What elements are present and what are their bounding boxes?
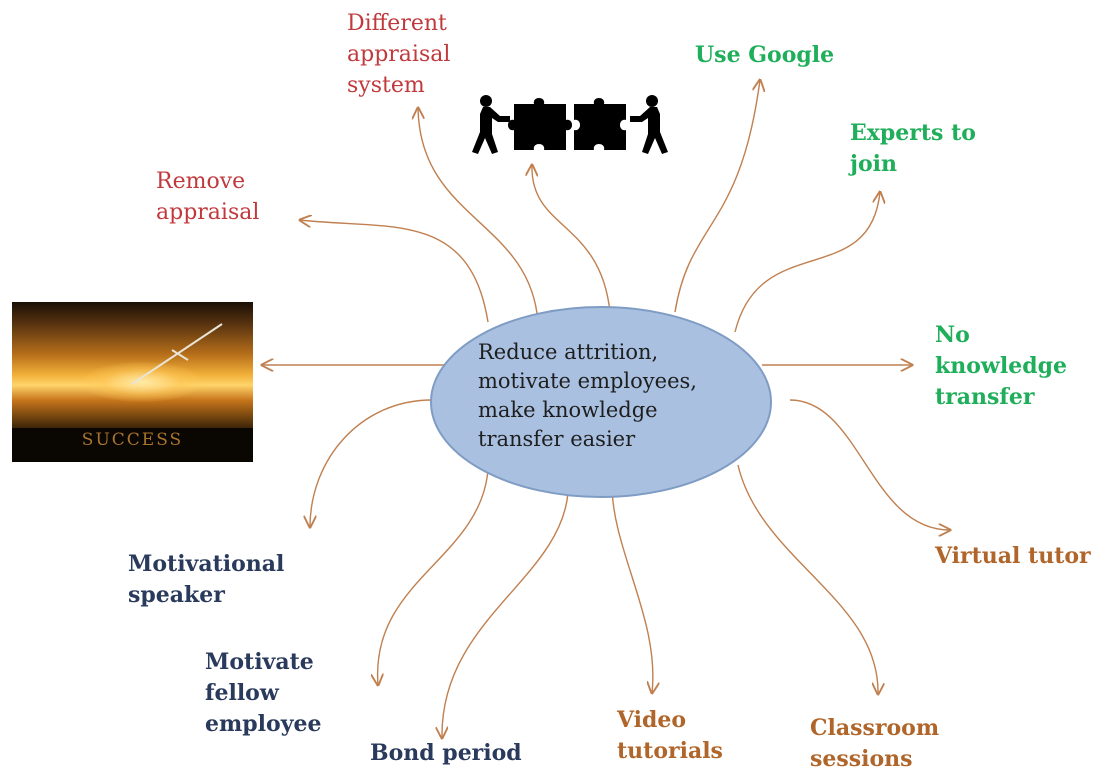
label-motivate-fellow-employee: Motivate fellow employee [205,649,322,737]
success-caption: SUCCESS [81,430,184,450]
arrow-motivate-fellow [378,469,489,685]
label-experts-to-join: Experts to join [850,120,976,177]
label-remove-appraisal: Remove appraisal [156,169,260,225]
label-video-tutorials: Video tutorials [617,707,723,764]
arrow-motivational-speaker [310,399,433,527]
arrow-different-appraisal [418,108,539,323]
label-virtual-tutor: Virtual tutor [935,543,1091,569]
success-poster-image: SUCCESS [12,302,253,462]
arrow-video-tutorials [611,484,653,693]
arrow-puzzle [532,165,611,313]
glider-icon [131,323,223,385]
label-bond-period: Bond period [370,740,522,766]
team-puzzle-icon [472,95,668,154]
arrow-virtual-tutor [789,399,950,530]
label-use-google: Use Google [695,42,835,68]
arrow-remove-appraisal [300,220,489,323]
center-ellipse [430,306,772,498]
label-motivational-speaker: Motivational speaker [128,551,285,608]
arrow-experts-join [734,192,880,333]
arrow-bond-period [442,492,569,738]
label-classroom-sessions: Classroom sessions [810,715,940,772]
arrow-use-google [674,80,760,313]
label-no-knowledge-transfer: No knowledge transfer [935,322,1067,410]
label-different-appraisal-system: Different appraisal system [347,11,451,98]
central-goal-text: Reduce attrition, motivate employees, ma… [478,340,697,451]
arrow-classroom-sessions [737,464,878,694]
